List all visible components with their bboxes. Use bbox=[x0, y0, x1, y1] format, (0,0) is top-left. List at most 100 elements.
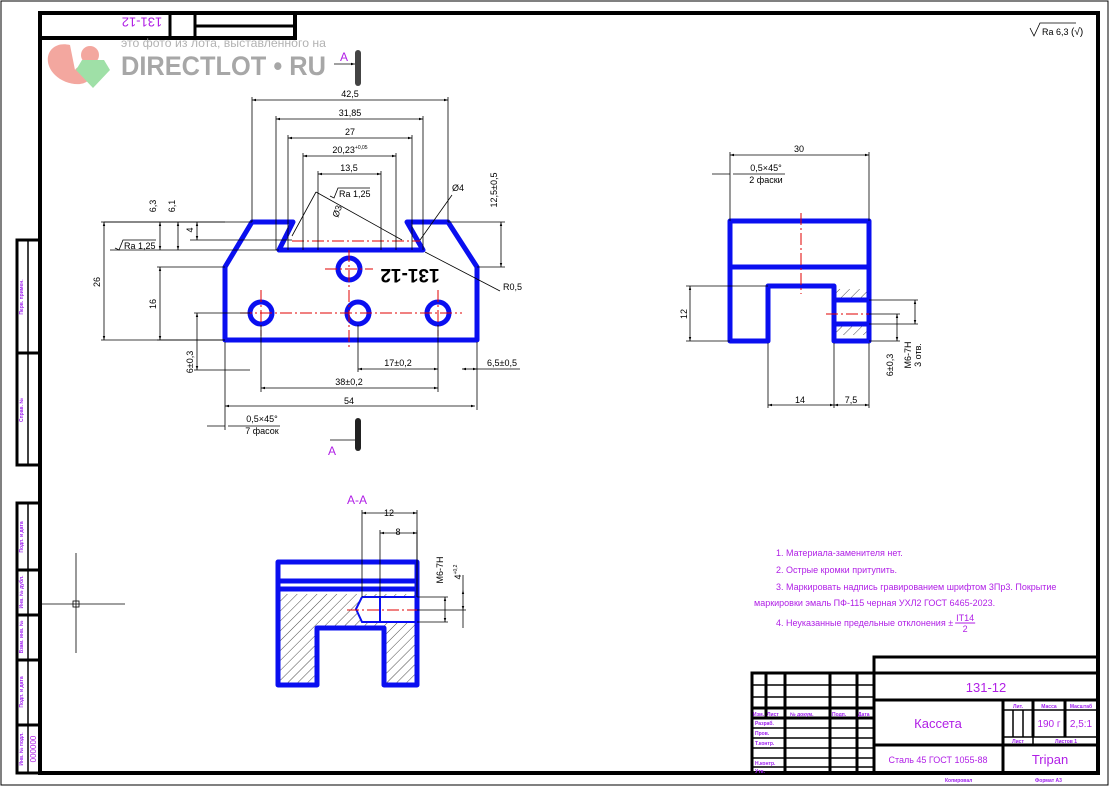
dim-r-0-5: R0,5 bbox=[503, 282, 522, 292]
general-roughness: Ra 6,3 (√) bbox=[1029, 22, 1083, 38]
dim-6-3: 6,3 bbox=[148, 200, 158, 213]
side-strip bbox=[15, 238, 42, 775]
tb-row: Пров. bbox=[755, 731, 770, 737]
dim-6-0-3: 6±0,3 bbox=[885, 354, 895, 376]
side-view: 30 0,5×45° 2 фаски 12 14 7,5 6±0,3 M6-7H… bbox=[679, 144, 923, 408]
side-dimension-lines bbox=[686, 152, 918, 408]
side-strip-labels: Перв. примен. Справ. № Подп. и дата Инв.… bbox=[18, 279, 38, 766]
front-dimension-lines bbox=[101, 97, 520, 430]
tb-material: Сталь 45 ГОСТ 1055-88 bbox=[888, 755, 987, 765]
section-view: A-A 12 8 M6-7H 4+0,2 bbox=[275, 493, 466, 688]
format-label: Формат A3 bbox=[1035, 778, 1062, 784]
tb-row: Утв. bbox=[755, 769, 766, 775]
tb-col: Лист bbox=[767, 712, 779, 718]
thread-count: 3 отв. bbox=[913, 343, 923, 367]
tb-designation: 131-12 bbox=[966, 680, 1006, 695]
note-1: 1. Материала-заменителя нет. bbox=[776, 548, 903, 558]
svg-text:Подп. и дата: Подп. и дата bbox=[19, 521, 25, 552]
note-4-numerator: IT14 bbox=[956, 613, 974, 623]
leader-line bbox=[424, 251, 501, 292]
stamp-code: 131-12 bbox=[122, 15, 162, 30]
chamfer-note-1: 0,5×45° bbox=[246, 414, 278, 424]
dim-14: 14 bbox=[795, 395, 805, 405]
dim-13-5: 13,5 bbox=[340, 163, 358, 173]
dim-4: 4 bbox=[185, 227, 195, 232]
svg-text:Инв. № дубл.: Инв. № дубл. bbox=[18, 575, 25, 609]
technical-notes: 1. Материала-заменителя нет. 2. Острые к… bbox=[754, 548, 1056, 634]
note-3-cont: маркировки эмаль ПФ-115 черная УХЛ2 ГОСТ… bbox=[754, 598, 995, 608]
tb-col: Подп. bbox=[832, 712, 847, 718]
note-4: 4. Неуказанные предельные отклонения ± bbox=[776, 618, 953, 628]
svg-text:Инв. № подл.: Инв. № подл. bbox=[19, 732, 25, 766]
leader-line bbox=[419, 194, 453, 241]
watermark: это фото из лота, выставленного на DIREC… bbox=[47, 36, 326, 88]
note-2: 2. Острые кромки притупить. bbox=[776, 565, 897, 575]
section-dimension-lines bbox=[361, 510, 466, 628]
dim-7-5: 7,5 bbox=[845, 395, 858, 405]
note-3: 3. Маркировать надпись гравированием шри… bbox=[776, 582, 1056, 592]
dim-6-0-3: 6±0,3 bbox=[185, 351, 195, 373]
inv-number: 000000 bbox=[29, 735, 38, 762]
crosshair-cursor bbox=[40, 553, 125, 653]
tb-sheets-label: Листов 1 bbox=[1055, 739, 1077, 745]
section-marker-bottom: A bbox=[328, 418, 361, 458]
watermark-line2: DIRECTLOT • RU bbox=[121, 51, 326, 81]
section-marker-top: A bbox=[334, 50, 361, 86]
tb-mass: 190 г bbox=[1037, 719, 1060, 730]
dim-12: 12 bbox=[384, 508, 394, 518]
dim-38: 38±0,2 bbox=[335, 377, 362, 387]
tb-col: № докум. bbox=[790, 712, 814, 718]
thread-label: M6-7H bbox=[903, 341, 913, 368]
tb-company: Tripan bbox=[1032, 752, 1068, 767]
tb-mass-label: Масса bbox=[1041, 704, 1057, 710]
tb-row: Н.контр. bbox=[755, 761, 776, 767]
leader-line bbox=[291, 191, 317, 237]
section-marker-label: A bbox=[340, 50, 348, 64]
chamfer-note-1: 0,5×45° bbox=[750, 163, 782, 173]
tb-sheet-label: Лист bbox=[1012, 739, 1024, 745]
dim-20-23: 20,23+0,05 bbox=[332, 145, 367, 155]
front-view: 131-12 42,5 31,85 27 20,23+0,05 13,5 26 … bbox=[92, 89, 522, 436]
svg-text:Взам. инв. №: Взам. инв. № bbox=[19, 620, 25, 653]
dim-12-5: 12,5±0,5 bbox=[489, 173, 499, 208]
dim-17: 17±0,2 bbox=[384, 358, 411, 368]
dim-42-5: 42,5 bbox=[341, 89, 359, 99]
watermark-line1: это фото из лота, выставленного на bbox=[121, 36, 326, 50]
tb-col: Дата bbox=[858, 712, 870, 718]
dim-dia-4: Ø4 bbox=[452, 183, 464, 193]
tb-lit-label: Лит. bbox=[1013, 704, 1024, 710]
depth-label: 4+0,2 bbox=[453, 564, 463, 579]
copied-label: Копировал bbox=[945, 778, 972, 784]
section-marker-label: A bbox=[328, 444, 336, 458]
roughness-top: Ra 1,25 bbox=[339, 189, 371, 199]
tb-row: Разраб. bbox=[755, 720, 775, 727]
top-stamp: 131-12 bbox=[38, 11, 297, 40]
dim-54: 54 bbox=[344, 396, 354, 406]
dim-26: 26 bbox=[92, 277, 102, 287]
svg-text:Подп. и дата: Подп. и дата bbox=[19, 676, 25, 707]
tb-scale-label: Масштаб bbox=[1070, 703, 1092, 710]
dim-31-85: 31,85 bbox=[339, 108, 362, 118]
dim-27: 27 bbox=[345, 127, 355, 137]
chamfer-note-2: 7 фасок bbox=[245, 426, 279, 436]
title-block: 131-12 Кассета Сталь 45 ГОСТ 1055-88 Tri… bbox=[750, 655, 1100, 784]
dim-12: 12 bbox=[679, 309, 689, 319]
section-title: A-A bbox=[347, 493, 367, 507]
dim-8: 8 bbox=[395, 527, 400, 537]
chamfer-note-2: 2 фаски bbox=[749, 175, 782, 185]
squirrel-logo-icon bbox=[47, 44, 110, 88]
dim-dia-3: Ø3 bbox=[330, 204, 344, 219]
dim-30: 30 bbox=[794, 144, 804, 154]
thread-label: M6-7H bbox=[435, 556, 445, 583]
part-marking: 131-12 bbox=[380, 264, 439, 285]
inner-frame bbox=[38, 11, 1100, 775]
dim-6-5: 6,5±0,5 bbox=[487, 358, 517, 368]
svg-text:Перв. примен.: Перв. примен. bbox=[19, 279, 25, 315]
svg-text:Справ. №: Справ. № bbox=[19, 398, 25, 422]
tb-name: Кассета bbox=[914, 716, 962, 731]
tb-col: Изм. bbox=[753, 712, 765, 718]
tb-row: Т.контр. bbox=[755, 741, 775, 747]
roughness-left: Ra 1,25 bbox=[124, 241, 156, 251]
